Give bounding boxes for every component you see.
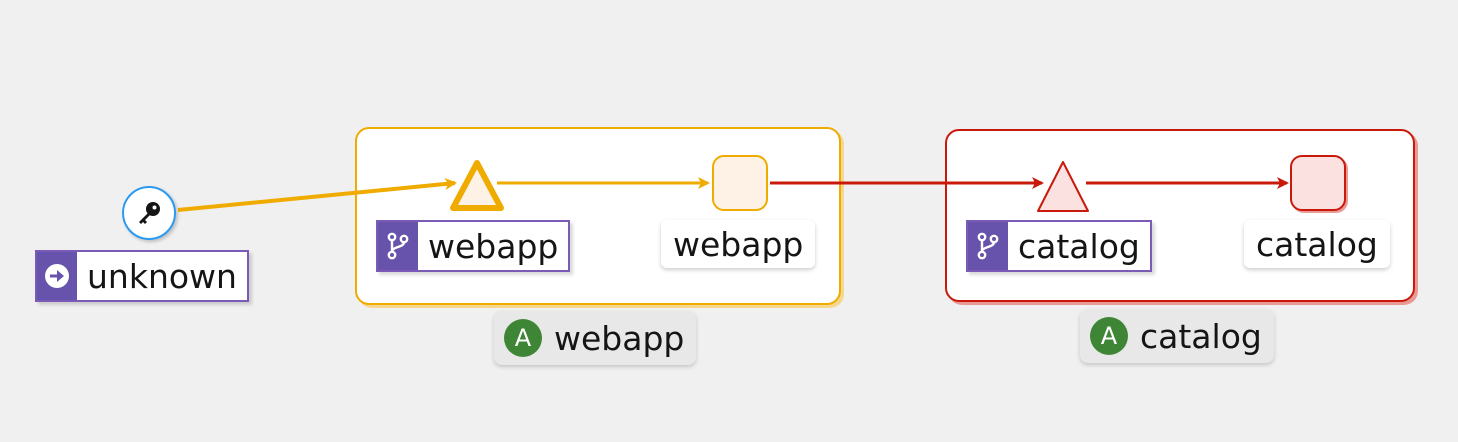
service-label-webapp[interactable]: webapp — [661, 220, 816, 268]
service-label-text: webapp — [673, 224, 804, 264]
code-branch-icon — [387, 232, 409, 260]
workload-label-webapp[interactable]: webapp — [376, 220, 571, 272]
badge-code-branch — [968, 222, 1008, 270]
badge-code-branch — [378, 222, 418, 270]
workload-node-catalog[interactable] — [1034, 158, 1092, 216]
service-label-catalog[interactable]: catalog — [1244, 220, 1390, 268]
workload-node-webapp[interactable] — [448, 158, 506, 216]
service-node-catalog[interactable] — [1290, 155, 1346, 211]
app-label-webapp[interactable]: A webapp — [494, 311, 697, 365]
app-label-catalog[interactable]: A catalog — [1080, 309, 1274, 363]
app-label-text: catalog — [1140, 316, 1262, 356]
app-label-text: webapp — [554, 318, 685, 358]
workload-label-text: webapp — [428, 226, 559, 266]
key-node[interactable] — [122, 186, 176, 240]
badge-arrow-right-circle — [37, 252, 77, 300]
workload-label-text: catalog — [1018, 226, 1140, 266]
key-icon — [139, 202, 160, 224]
app-badge: A — [1090, 317, 1128, 355]
service-label-text: catalog — [1256, 224, 1378, 264]
service-node-webapp[interactable] — [712, 155, 768, 211]
app-badge: A — [504, 319, 542, 357]
edge-key-to-webapp[interactable] — [177, 177, 457, 212]
workload-label-catalog[interactable]: catalog — [966, 220, 1152, 272]
node-label-unknown[interactable]: unknown — [35, 250, 249, 302]
arrow-right-circle-icon — [45, 264, 69, 288]
code-branch-icon — [977, 232, 999, 260]
node-label-text: unknown — [87, 256, 237, 296]
